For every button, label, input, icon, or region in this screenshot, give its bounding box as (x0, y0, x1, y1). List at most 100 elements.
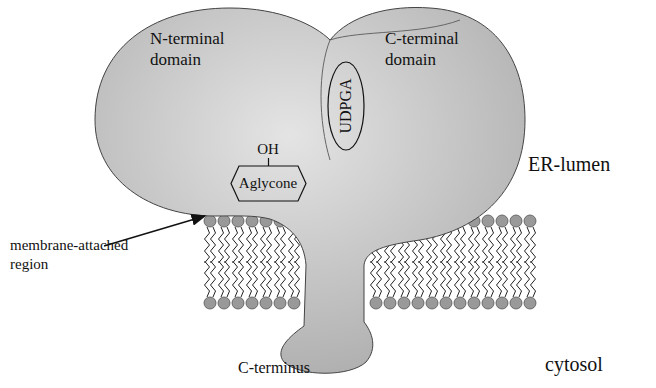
lipid-tail (211, 227, 216, 263)
region-label: cytosol (545, 352, 603, 377)
lipid-head (384, 297, 396, 309)
lipid-head (482, 297, 494, 309)
lipid-tail (503, 227, 508, 263)
domain-label: N-terminal domain (150, 28, 260, 71)
lipid-tail (205, 227, 210, 263)
lipid-tail (489, 261, 494, 297)
lipid-tail (503, 261, 508, 297)
lipid-tail (517, 227, 522, 263)
lipid-tail (427, 261, 432, 297)
lipid-head (510, 215, 522, 227)
aglycone-hexagon: OHAglycone (230, 141, 307, 203)
lipid-head (468, 297, 480, 309)
lipid-tail (267, 227, 272, 263)
lipid-tail (405, 261, 410, 297)
lipid-tail (219, 261, 224, 297)
lipid-head (370, 297, 382, 309)
lipid-head (204, 215, 216, 227)
lipid-tail (275, 227, 280, 263)
lipid-tail (413, 261, 418, 297)
lipid-tail (517, 261, 522, 297)
lipid-head (232, 215, 244, 227)
lipid-tail (225, 261, 230, 297)
lipid-tail (239, 261, 244, 297)
lipid-tail (525, 227, 530, 263)
lipid-tail (239, 227, 244, 263)
lipid-head (524, 215, 536, 227)
lipid-tail (483, 227, 488, 263)
lipid-tail (385, 261, 390, 297)
lipid-tail (531, 227, 536, 263)
lipid-tail (247, 227, 252, 263)
lipid-tail (377, 261, 382, 297)
lipid-head (260, 297, 272, 309)
lipid-head (496, 215, 508, 227)
lipid-tail (455, 227, 460, 263)
lipid-head (496, 297, 508, 309)
lipid-tail (469, 227, 474, 263)
lipid-tail (475, 227, 480, 263)
domain-label: C-terminal domain (385, 28, 495, 71)
lipid-tail (461, 227, 466, 263)
lipid-tail (475, 261, 480, 297)
lipid-head (440, 297, 452, 309)
lipid-tail (289, 261, 294, 297)
node-text: UDPGA (337, 78, 355, 133)
lipid-tail (281, 261, 286, 297)
lipid-tail (205, 261, 210, 297)
cosubstrate-ellipse: UDPGA (327, 61, 365, 151)
lipid-tail (253, 227, 258, 263)
lipid-tail (447, 261, 452, 297)
group-label: OH (257, 141, 279, 158)
lipid-head (246, 297, 258, 309)
lipid-head (274, 297, 286, 309)
lipid-tail (489, 227, 494, 263)
lipid-tail (233, 261, 238, 297)
lipid-tail (511, 227, 516, 263)
lipid-tail (295, 261, 300, 297)
lipid-head (232, 297, 244, 309)
lipid-head (524, 297, 536, 309)
lipid-head (288, 297, 300, 309)
region-label: ER-lumen (528, 152, 610, 177)
lipid-tail (391, 261, 396, 297)
lipid-tail (399, 261, 404, 297)
lipid-head (426, 297, 438, 309)
lipid-tail (531, 261, 536, 297)
lipid-tail (525, 261, 530, 297)
lipid-tail (497, 261, 502, 297)
terminus-label: C-terminus (238, 358, 310, 378)
lipid-tail (419, 261, 424, 297)
lipid-tail (441, 261, 446, 297)
lipid-tail (267, 261, 272, 297)
lipid-tail (469, 261, 474, 297)
lipid-tail (483, 261, 488, 297)
lipid-head (510, 297, 522, 309)
lipid-tail (219, 227, 224, 263)
lipid-head (412, 297, 424, 309)
lipid-tail (211, 261, 216, 297)
lipid-head (398, 297, 410, 309)
lipid-head (204, 297, 216, 309)
lipid-tail (281, 227, 286, 263)
lipid-tail (371, 261, 376, 297)
lipid-tail (433, 261, 438, 297)
lipid-tail (247, 261, 252, 297)
region-label: membrane-attached region (10, 236, 130, 274)
lipid-tail (455, 261, 460, 297)
lipid-tail (511, 261, 516, 297)
lipid-tail (225, 227, 230, 263)
protein-body (95, 7, 525, 373)
lipid-head (218, 297, 230, 309)
lipid-head (218, 215, 230, 227)
lipid-head (454, 297, 466, 309)
lipid-tail (233, 227, 238, 263)
lipid-tail (461, 261, 466, 297)
lipid-tail (253, 261, 258, 297)
lipid-tail (261, 261, 266, 297)
lipid-tail (275, 261, 280, 297)
lipid-tail (497, 227, 502, 263)
lipid-head (482, 215, 494, 227)
